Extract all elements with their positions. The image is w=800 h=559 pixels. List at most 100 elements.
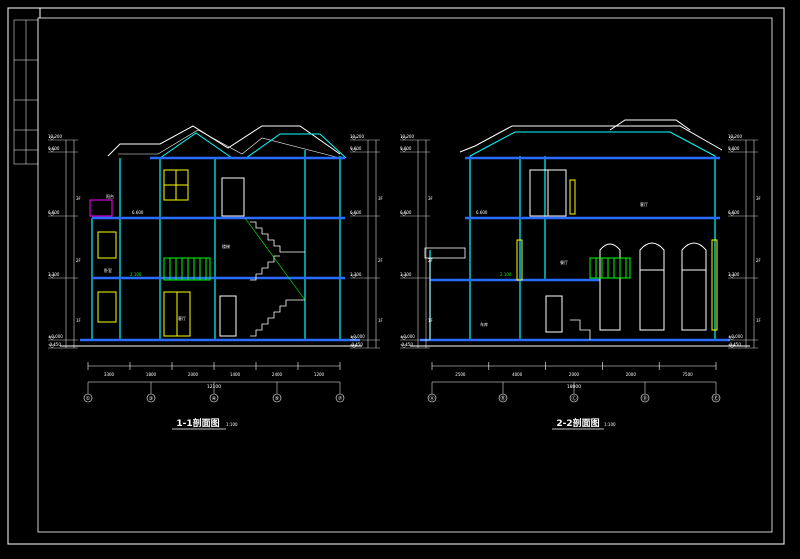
axis-bubble (427, 393, 437, 403)
section-2-roof (459, 119, 723, 157)
axis-label: Ⓔ (713, 395, 718, 402)
axis-bubble (209, 393, 219, 403)
level-label: 3.300 (400, 272, 412, 277)
span-dim-label: 4000 (512, 372, 523, 377)
inner-border (37, 17, 773, 533)
axis-label: ③ (149, 396, 153, 402)
level-label: 6.600 (350, 210, 362, 215)
span-dim-label: 7500 (683, 372, 694, 377)
level-label: 6.600 (400, 210, 412, 215)
section-1-room-stair: 楼梯 (222, 243, 230, 249)
section-2-mark-height: 2.100 (500, 272, 512, 277)
section-2-railing (589, 257, 631, 279)
span-dim-label: 2400 (272, 372, 283, 377)
axis-bubble (640, 393, 650, 403)
span-dim-label: 1400 (230, 372, 241, 377)
level-label: -0.450 (48, 342, 61, 347)
level-label: 3.300 (728, 272, 740, 277)
level-label: 9.000 (400, 146, 412, 151)
section-2-room-dining: 餐厅 (560, 259, 568, 265)
floor-tag: 1F (428, 318, 434, 323)
section-2-title: 2-2剖面图 (556, 417, 599, 429)
axis-bubble (83, 393, 93, 403)
floor-tag: 2F (756, 258, 762, 263)
section-1-slabs (80, 156, 360, 342)
floor-tag: 2F (378, 258, 384, 263)
axis-label: Ⓓ (642, 395, 647, 402)
section-1-room-bedroom: 卧室 (104, 267, 112, 273)
level-label: 10.200 (400, 134, 414, 139)
section-1-windows (97, 169, 245, 337)
level-label: ±0.000 (48, 334, 63, 339)
span-dim-label: 3300 (104, 372, 115, 377)
axis-bubble (272, 393, 282, 403)
section-1-scale: 1:100 (226, 422, 238, 427)
span-dim-label: 2500 (455, 372, 466, 377)
floor-tag: 3F (428, 196, 434, 201)
section-1-room-balcony: 阳台 (106, 193, 114, 199)
span-dim-label: 1800 (146, 372, 157, 377)
section-2-mark-level: 6.600 (476, 210, 488, 215)
floor-tag: 3F (76, 196, 82, 201)
section-2-room-garage: 车库 (480, 321, 488, 327)
level-label: 10.200 (350, 134, 364, 139)
span-dim-label: 2000 (626, 372, 637, 377)
section-1-mark-height: 2.100 (130, 272, 142, 277)
section-1-total-dim: 12100 (207, 384, 221, 390)
axis-label: ④ (212, 396, 217, 402)
axis-bubble (711, 393, 721, 403)
level-label: 3.300 (48, 272, 60, 277)
axis-bubble (335, 393, 345, 403)
floor-tag: 1F (378, 318, 384, 323)
section-2-scale: 1:100 (604, 422, 616, 427)
span-dim-label: 1200 (314, 372, 325, 377)
section-2-room-living: 客厅 (640, 201, 648, 207)
axis-label: Ⓑ (500, 395, 505, 402)
span-dim-label: 2000 (569, 372, 580, 377)
title-strip (13, 19, 39, 165)
level-label: ±0.000 (728, 334, 743, 339)
section-1-title: 1-1剖面图 (176, 417, 219, 429)
axis-bubble (569, 393, 579, 403)
section-1-walls (91, 150, 341, 340)
section-2-slabs (420, 156, 730, 342)
level-label: ±0.000 (400, 334, 415, 339)
level-label: 6.600 (48, 210, 60, 215)
axis-label: Ⓐ (429, 395, 434, 402)
section-1-mark-level: 6.600 (132, 210, 144, 215)
floor-tag: 1F (76, 318, 82, 323)
floor-tag: 1F (756, 318, 762, 323)
axis-label: Ⓒ (571, 395, 576, 402)
section-2-2-drawing: 2500 4000 2000 2000 7500 Ⓐ Ⓑ Ⓒ Ⓓ Ⓔ 10.200 10.200 9… (400, 119, 762, 430)
level-label: 9.600 (48, 146, 60, 151)
floor-tag: 3F (378, 196, 384, 201)
axis-label: ⑦ (338, 396, 343, 402)
level-label: 9.000 (728, 146, 740, 151)
level-label: -0.450 (350, 342, 363, 347)
section-1-stair (244, 217, 306, 337)
section-2-carport (424, 247, 591, 340)
level-label: 6.600 (728, 210, 740, 215)
level-label: ±0.000 (350, 334, 365, 339)
level-label: 9.600 (350, 146, 362, 151)
outer-frame (7, 7, 785, 545)
level-label: -0.450 (728, 342, 741, 347)
section-2-windows (516, 169, 718, 333)
section-2-span-dims: 2500 4000 2000 2000 7500 (431, 362, 717, 383)
span-dim-label: 2000 (188, 372, 199, 377)
section-1-span-dims: 3300 1800 2000 1400 2400 1200 (87, 362, 341, 383)
level-label: 10.200 (728, 134, 742, 139)
section-1-roof (107, 125, 347, 159)
section-1-room-living: 客厅 (178, 315, 186, 321)
axis-label: ① (86, 396, 91, 402)
floor-tag: 3F (756, 196, 762, 201)
floor-tag: 2F (76, 258, 82, 263)
level-label: -0.450 (400, 342, 413, 347)
level-label: 3.300 (350, 272, 362, 277)
axis-bubble (498, 393, 508, 403)
section-2-walls (429, 156, 716, 340)
